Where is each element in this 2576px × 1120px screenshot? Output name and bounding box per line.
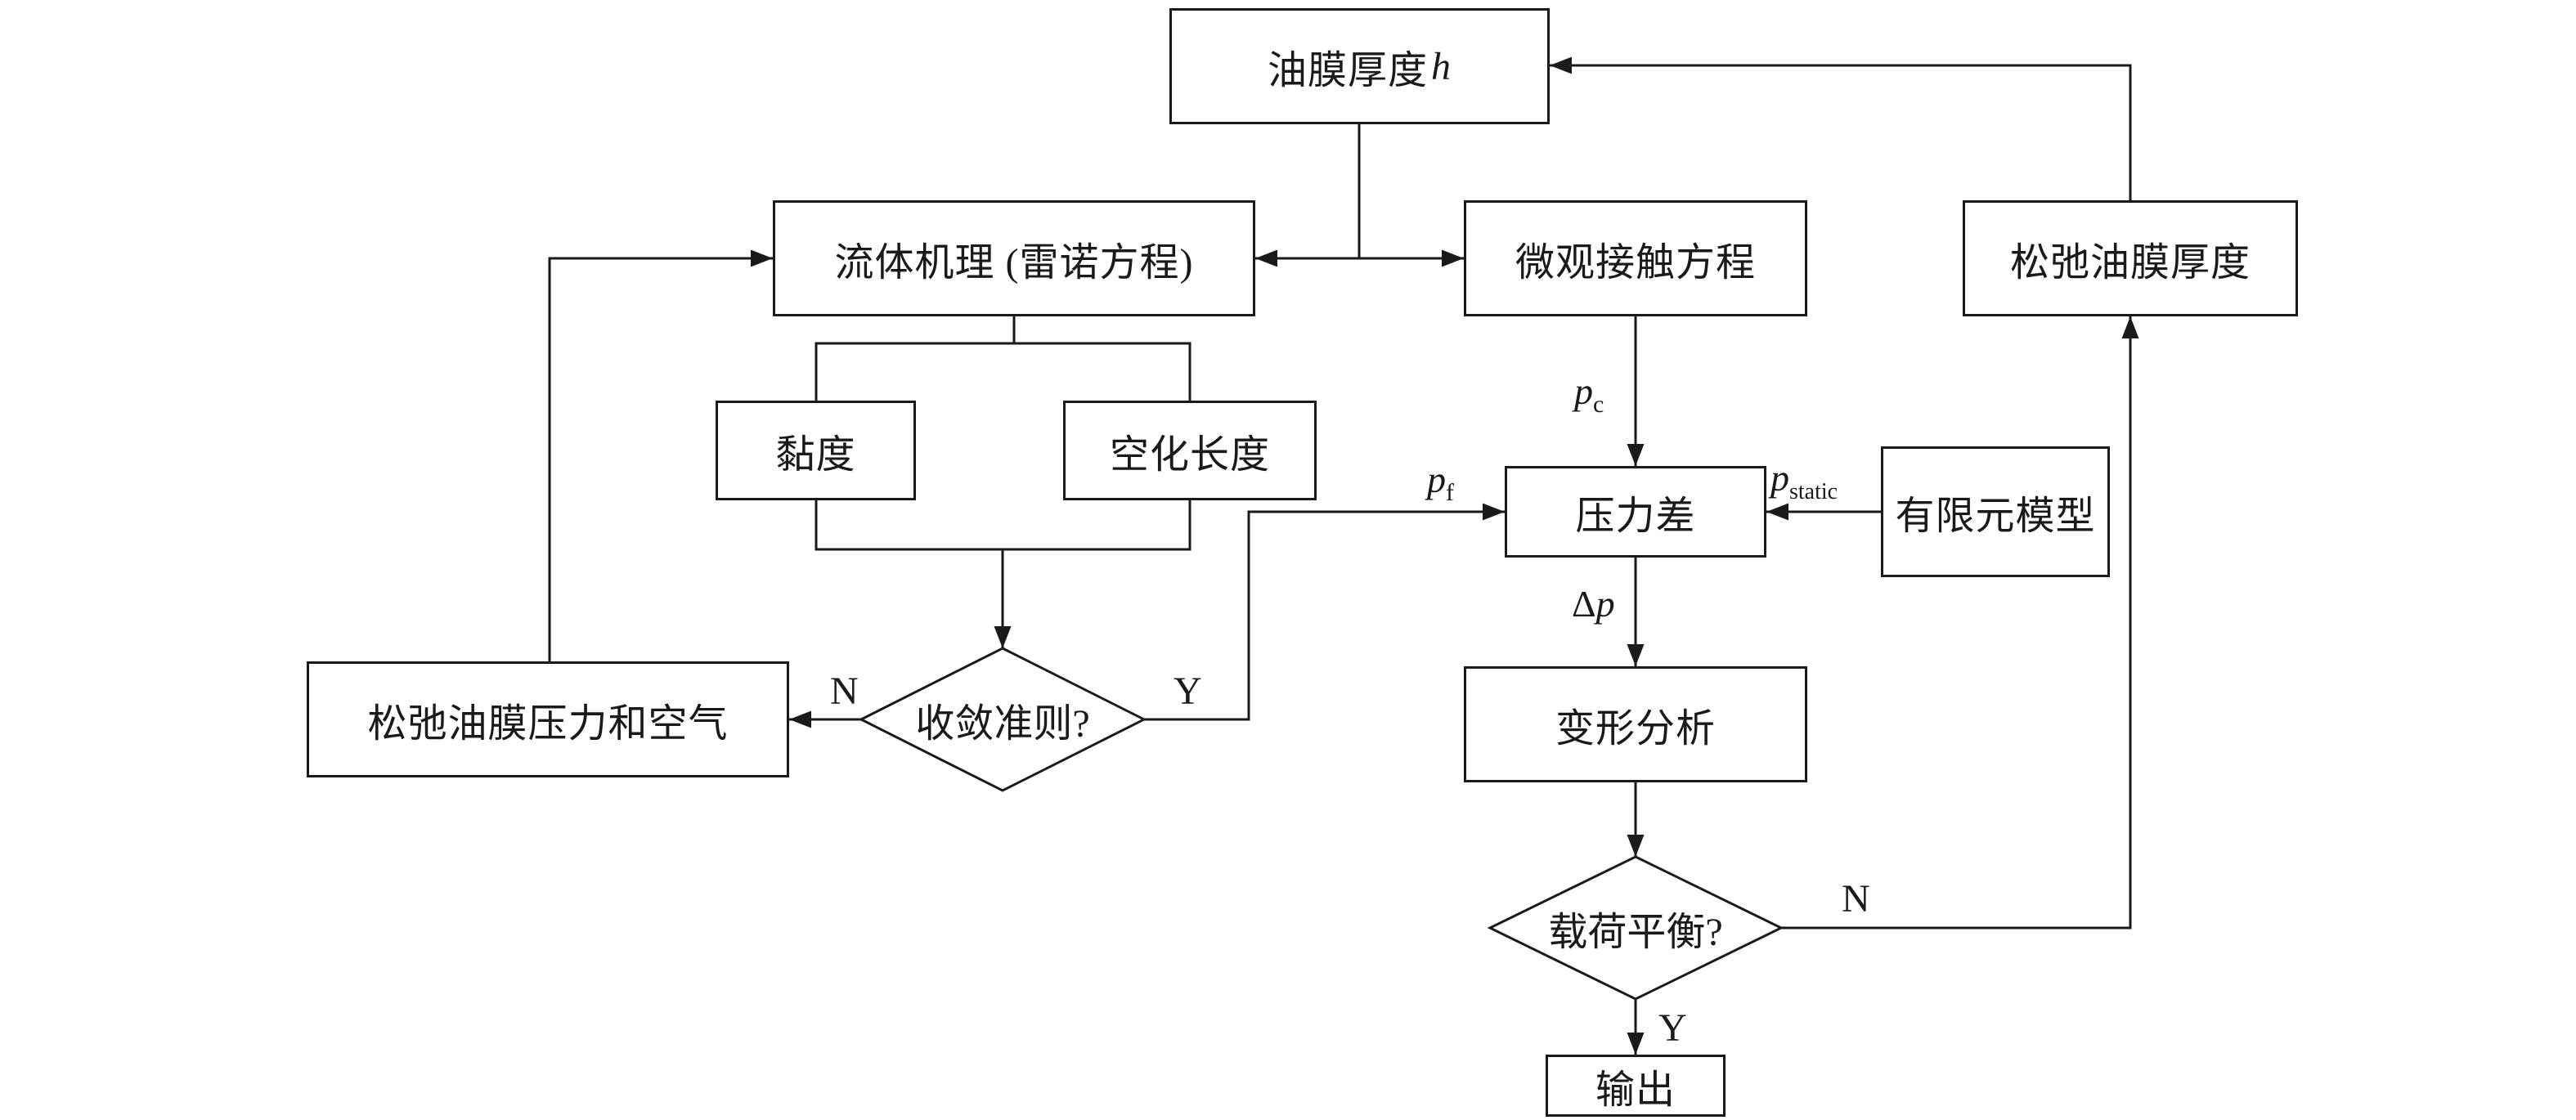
label-deltap-base: p [1595, 583, 1615, 625]
label-deltap: Δp [1572, 582, 1615, 625]
node-micro-contact: 微观接触方程 [1464, 200, 1807, 316]
wire-relaxed-thickness-feedback [1550, 56, 2132, 200]
label-pstatic-sub: static [1789, 479, 1838, 504]
node-viscosity-label: 黏度 [775, 433, 856, 477]
node-pressure-difference: 压力差 [1505, 466, 1766, 558]
node-output-label: 输出 [1595, 1068, 1676, 1112]
node-relaxed-film-thickness: 松弛油膜厚度 [1963, 200, 2298, 316]
label-pc-sub: c [1593, 391, 1604, 418]
node-fem-model-label: 有限元模型 [1895, 495, 2096, 538]
node-film-thickness-var: h [1431, 44, 1452, 88]
label-pc: pc [1574, 370, 1604, 419]
node-load-balance-label: 载荷平衡? [1548, 911, 1723, 954]
node-relaxed-pressure-air-label: 松弛油膜压力和空气 [367, 702, 729, 746]
load-balance-diamond-shape [1487, 855, 1784, 1001]
label-pstatic-base: p [1770, 457, 1789, 499]
node-relaxed-film-thickness-label: 松弛油膜厚度 [2009, 241, 2251, 284]
node-micro-contact-label: 微观接触方程 [1515, 241, 1756, 284]
label-convergence-yes: Y [1174, 670, 1202, 713]
label-load-no: N [1842, 877, 1870, 921]
node-output: 输出 [1546, 1055, 1726, 1117]
label-pf: pf [1427, 458, 1454, 507]
label-pstatic: pstatic [1770, 456, 1838, 505]
node-convergence-criterion: 收敛准则? [861, 648, 1144, 791]
node-cavitation-length: 空化长度 [1063, 401, 1317, 500]
label-pf-sub: f [1446, 479, 1454, 506]
node-fem-model: 有限元模型 [1881, 446, 2110, 577]
node-pressure-difference-label: 压力差 [1575, 495, 1696, 538]
convergence-diamond-shape [858, 647, 1147, 792]
wire-load-no [1781, 316, 2139, 930]
wire-relaxed-pressure-feedback [548, 249, 773, 661]
node-viscosity: 黏度 [716, 401, 916, 500]
node-fluid-mechanism-label: 流体机理 (雷诺方程) [834, 241, 1194, 284]
label-pc-base: p [1574, 370, 1593, 412]
node-load-balance: 载荷平衡? [1490, 857, 1781, 999]
node-deformation-analysis: 变形分析 [1464, 666, 1807, 782]
node-convergence-criterion-label: 收敛准则? [915, 702, 1090, 746]
node-film-thickness-label: 油膜厚度 [1267, 49, 1428, 92]
label-deltap-prefix: Δ [1572, 583, 1596, 625]
node-deformation-analysis-label: 变形分析 [1555, 707, 1716, 750]
node-cavitation-length-label: 空化长度 [1109, 433, 1270, 477]
label-pf-base: p [1427, 459, 1446, 500]
wire-convergence-yes [1144, 503, 1505, 721]
node-fluid-mechanism: 流体机理 (雷诺方程) [773, 200, 1255, 316]
label-load-yes: Y [1658, 1006, 1687, 1050]
label-convergence-no: N [830, 670, 859, 713]
node-relaxed-pressure-air: 松弛油膜压力和空气 [307, 661, 789, 777]
